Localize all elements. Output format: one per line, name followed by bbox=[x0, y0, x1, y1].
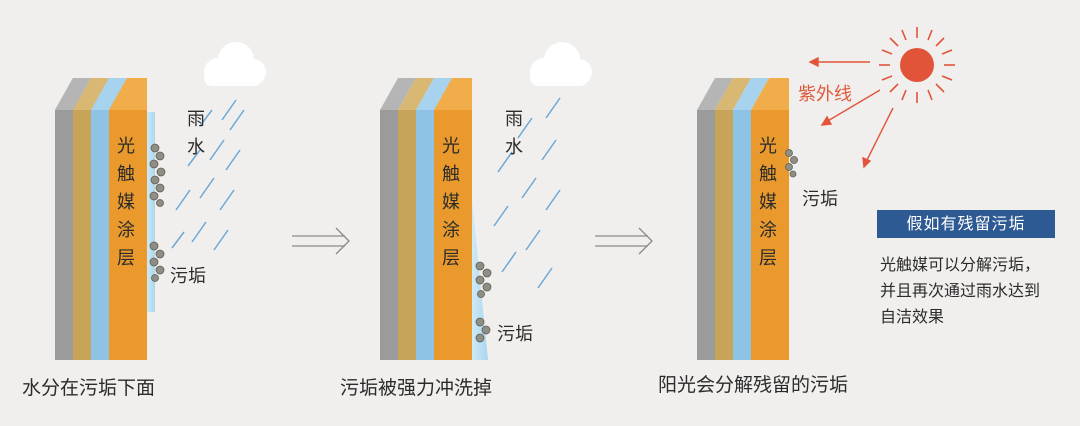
side-note-line-1: 光触媒可以分解污垢， bbox=[880, 255, 1041, 274]
panel-2-coating-label: 光触媒涂层 bbox=[442, 136, 460, 269]
side-note-line-3: 自洁效果 bbox=[880, 307, 945, 326]
panel-3-dirt-label: 污垢 bbox=[802, 189, 838, 210]
uv-label: 紫外线 bbox=[798, 84, 852, 105]
panel-3-dirt bbox=[785, 149, 798, 178]
panel-1-glass bbox=[55, 78, 147, 360]
arrow-1 bbox=[292, 227, 350, 255]
panel-1-water-film bbox=[147, 112, 155, 312]
panel-1-dirt bbox=[149, 143, 166, 282]
panel-2-glass bbox=[380, 78, 472, 360]
panel-1-cloud-icon bbox=[204, 42, 266, 86]
panel-3-glass bbox=[697, 78, 789, 360]
panel-1-rain-label: 雨水 bbox=[187, 109, 205, 158]
step-2-caption: 污垢被强力冲洗掉 bbox=[340, 377, 493, 399]
side-note-line-2: 并且再次通过雨水达到 bbox=[880, 281, 1041, 300]
side-note-title: 假如有残留污垢 bbox=[877, 210, 1055, 238]
step-3-caption: 阳光会分解残留的污垢 bbox=[658, 374, 849, 396]
panel-1-rain bbox=[171, 99, 245, 251]
panel-3-coating-label: 光触媒涂层 bbox=[759, 136, 777, 269]
panel-1-coating-label: 光触媒涂层 bbox=[117, 136, 135, 269]
panel-2-dirt bbox=[475, 261, 492, 343]
sun-icon bbox=[879, 27, 955, 103]
panel-2-rain-label: 雨水 bbox=[505, 109, 523, 158]
arrow-2 bbox=[595, 227, 653, 255]
uv-arrows bbox=[808, 56, 894, 169]
panel-2-cloud-icon bbox=[530, 42, 592, 86]
panel-2-rain bbox=[493, 97, 561, 289]
panel-1-dirt-label: 污垢 bbox=[170, 266, 206, 287]
step-1-caption: 水分在污垢下面 bbox=[22, 377, 156, 399]
panel-2-dirt-label: 污垢 bbox=[497, 324, 533, 345]
